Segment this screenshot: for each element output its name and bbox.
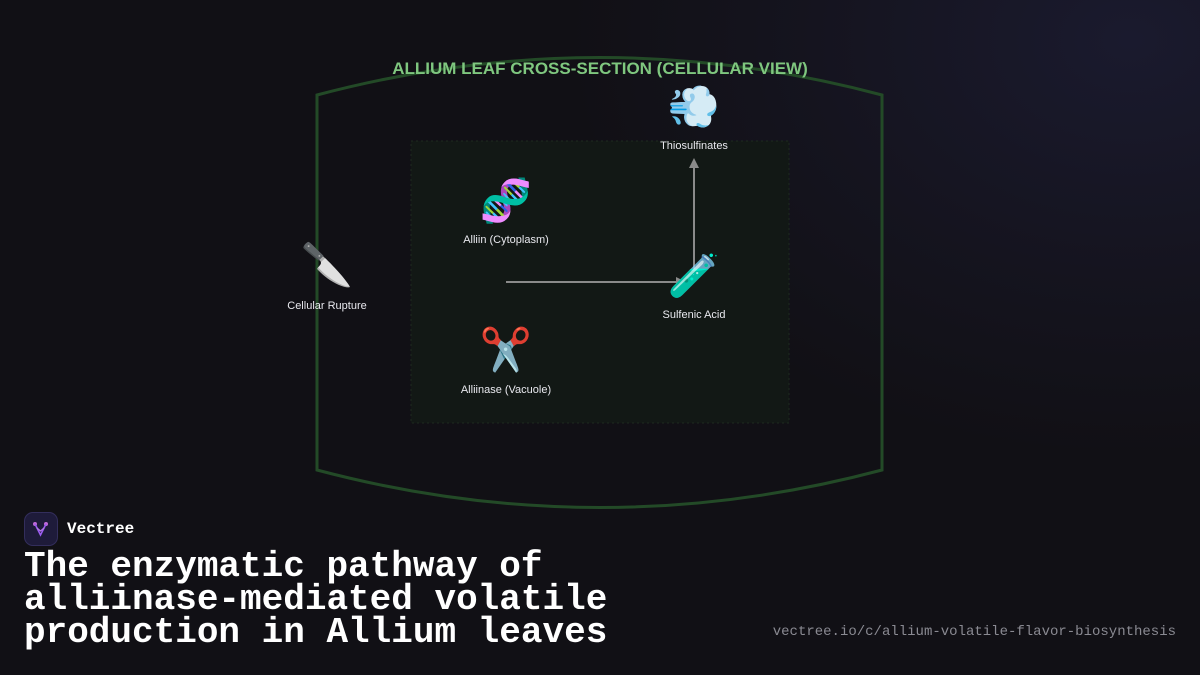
diagram-title: ALLIUM LEAF CROSS-SECTION (CELLULAR VIEW… [392, 59, 808, 78]
brand-name: Vectree [67, 520, 135, 538]
node-label-thiosulfinates: Thiosulfinates [660, 140, 728, 152]
node-label-cellular-rupture: Cellular Rupture [287, 300, 367, 312]
vectree-logo-icon [24, 512, 58, 546]
source-url: vectree.io/c/allium-volatile-flavor-bios… [772, 624, 1176, 640]
scissors-icon: ✂️ [479, 325, 533, 374]
node-label-sulfenic-acid: Sulfenic Acid [662, 309, 726, 321]
node-label-alliinase: Alliinase (Vacuole) [460, 384, 552, 396]
brand: Vectree [24, 512, 134, 546]
node-label-alliin: Alliin (Cytoplasm) [463, 234, 549, 246]
headline: The enzymatic pathway of alliinase-media… [24, 546, 608, 653]
dash-icon: 💨 [667, 82, 721, 131]
dna-icon: 🧬 [479, 176, 533, 225]
cell-wall-outline [315, 56, 884, 509]
knife-icon: 🔪 [300, 240, 354, 289]
test-tube-icon: 🧪 [667, 251, 721, 300]
